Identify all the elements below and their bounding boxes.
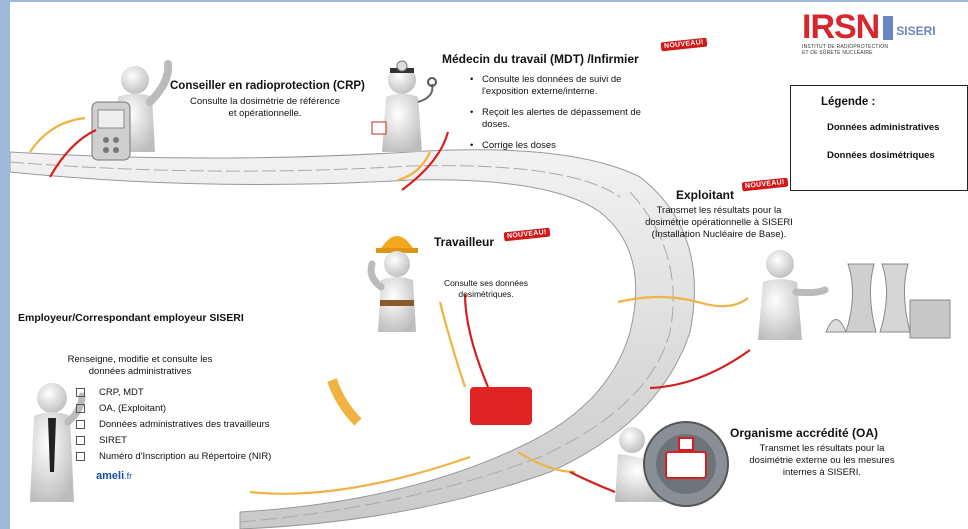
legend-title: Légende : — [821, 96, 876, 108]
logo-subtitle-1: INSTITUT DE RADIOPROTECTION — [802, 44, 889, 50]
oa-description: Transmet les résultats pour la dosimétri… — [749, 443, 895, 478]
flow-arrows — [29, 116, 751, 495]
employeur-checklist: CRP, MDT OA, (Exploitant) Données admini… — [76, 384, 271, 464]
nuclear-plant — [825, 263, 951, 339]
checklist-item: Données administratives des travailleurs — [76, 416, 271, 432]
employeur-title: Employeur/Correspondant employeur SISERI — [18, 312, 244, 324]
checklist-item: Numéro d'Inscription au Répertoire (NIR) — [76, 448, 271, 464]
diagram-canvas: IRSN SISERI INSTITUT DE RADIOPROTECTION … — [10, 2, 968, 529]
checkbox-icon — [76, 451, 85, 461]
checkbox-icon — [76, 387, 85, 397]
irsn-logo: IRSN SISERI INSTITUT DE RADIOPROTECTION … — [802, 10, 936, 56]
mdt-title: Médecin du travail (MDT) /Infirmier — [442, 52, 639, 66]
checklist-item: OA, (Exploitant) — [76, 400, 271, 416]
ameli-logo: ameli.fr — [96, 470, 132, 482]
crp-figure — [91, 60, 173, 161]
diagram-artwork — [10, 60, 951, 529]
mdt-bullet-2: Reçoit les alertes de dépassement de dos… — [470, 107, 650, 131]
ameli-suffix: .fr — [124, 471, 133, 481]
legend-item-dosimetric: Données dosimétriques — [827, 150, 935, 161]
travailleur-figure — [367, 236, 418, 332]
exploitant-description: Transmet les résultats pour la dosimétri… — [645, 205, 793, 240]
logo-siseri-text: SISERI — [896, 24, 936, 38]
logo-subtitle-2: ET DE SÛRETÉ NUCLÉAIRE — [802, 50, 873, 56]
mdt-bullet-1: Consulte les données de suivi de l'expos… — [470, 74, 650, 98]
exploitant-figure — [758, 250, 829, 340]
logo-irsn-text: IRSN — [802, 8, 880, 46]
exploitant-title: Exploitant — [676, 188, 735, 202]
travailleur-description: Consulte ses données dosimétriques. — [443, 278, 529, 299]
mdt-bullets: Consulte les données de suivi de l'expos… — [470, 74, 650, 161]
checkbox-icon — [76, 435, 85, 445]
legend-item-administrative: Données administratives — [827, 122, 940, 133]
legend-box: Légende : Données administratives Donnée… — [790, 85, 968, 191]
travailleur-title: Travailleur — [434, 235, 495, 249]
checklist-item: CRP, MDT — [76, 384, 271, 400]
oa-figure — [615, 421, 729, 507]
mdt-figure — [371, 60, 437, 152]
siseri-red-piece — [470, 387, 532, 425]
checkbox-icon — [76, 419, 85, 429]
employeur-figure — [30, 383, 86, 502]
crp-title: Conseiller en radioprotection (CRP) — [170, 80, 365, 92]
ameli-main: ameli — [96, 470, 125, 482]
checklist-item: SIRET — [76, 432, 271, 448]
crp-description: Consulte la dosimétrie de référence et o… — [190, 96, 340, 119]
logo-mark-icon — [883, 16, 894, 40]
oa-title: Organisme accrédité (OA) — [730, 426, 879, 440]
employeur-description: Renseigne, modifie et consulte les donné… — [67, 354, 213, 377]
checkbox-icon — [76, 403, 85, 413]
mdt-bullet-3: Corrige les doses — [470, 140, 650, 152]
